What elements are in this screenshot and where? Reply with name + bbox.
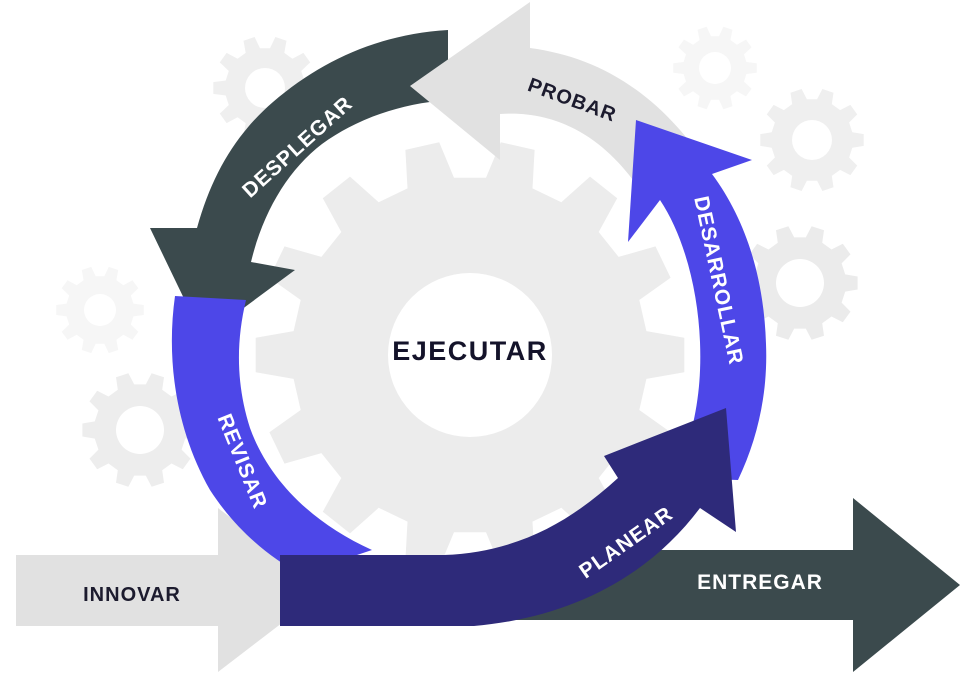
innovar-label: INNOVAR: [83, 584, 181, 606]
gear-icon: [673, 26, 757, 110]
gear-icon: [742, 226, 858, 340]
planear-arrow: [280, 408, 736, 626]
gear-icon: [760, 89, 864, 191]
gear-icon: [255, 142, 685, 568]
desplegar-arrow: [150, 30, 448, 338]
gears-background: [56, 26, 864, 568]
revisar-arrow: [171, 296, 372, 574]
innovar-arrow: [16, 508, 325, 672]
probar-arrow: [410, 2, 690, 184]
gear-icon: [82, 373, 198, 487]
entregar-arrow: [505, 498, 960, 672]
gear-icon: [56, 266, 144, 354]
desarrollar-arrow: [628, 120, 767, 480]
center-label: EJECUTAR: [392, 336, 548, 366]
entregar-label: ENTREGAR: [697, 571, 823, 594]
